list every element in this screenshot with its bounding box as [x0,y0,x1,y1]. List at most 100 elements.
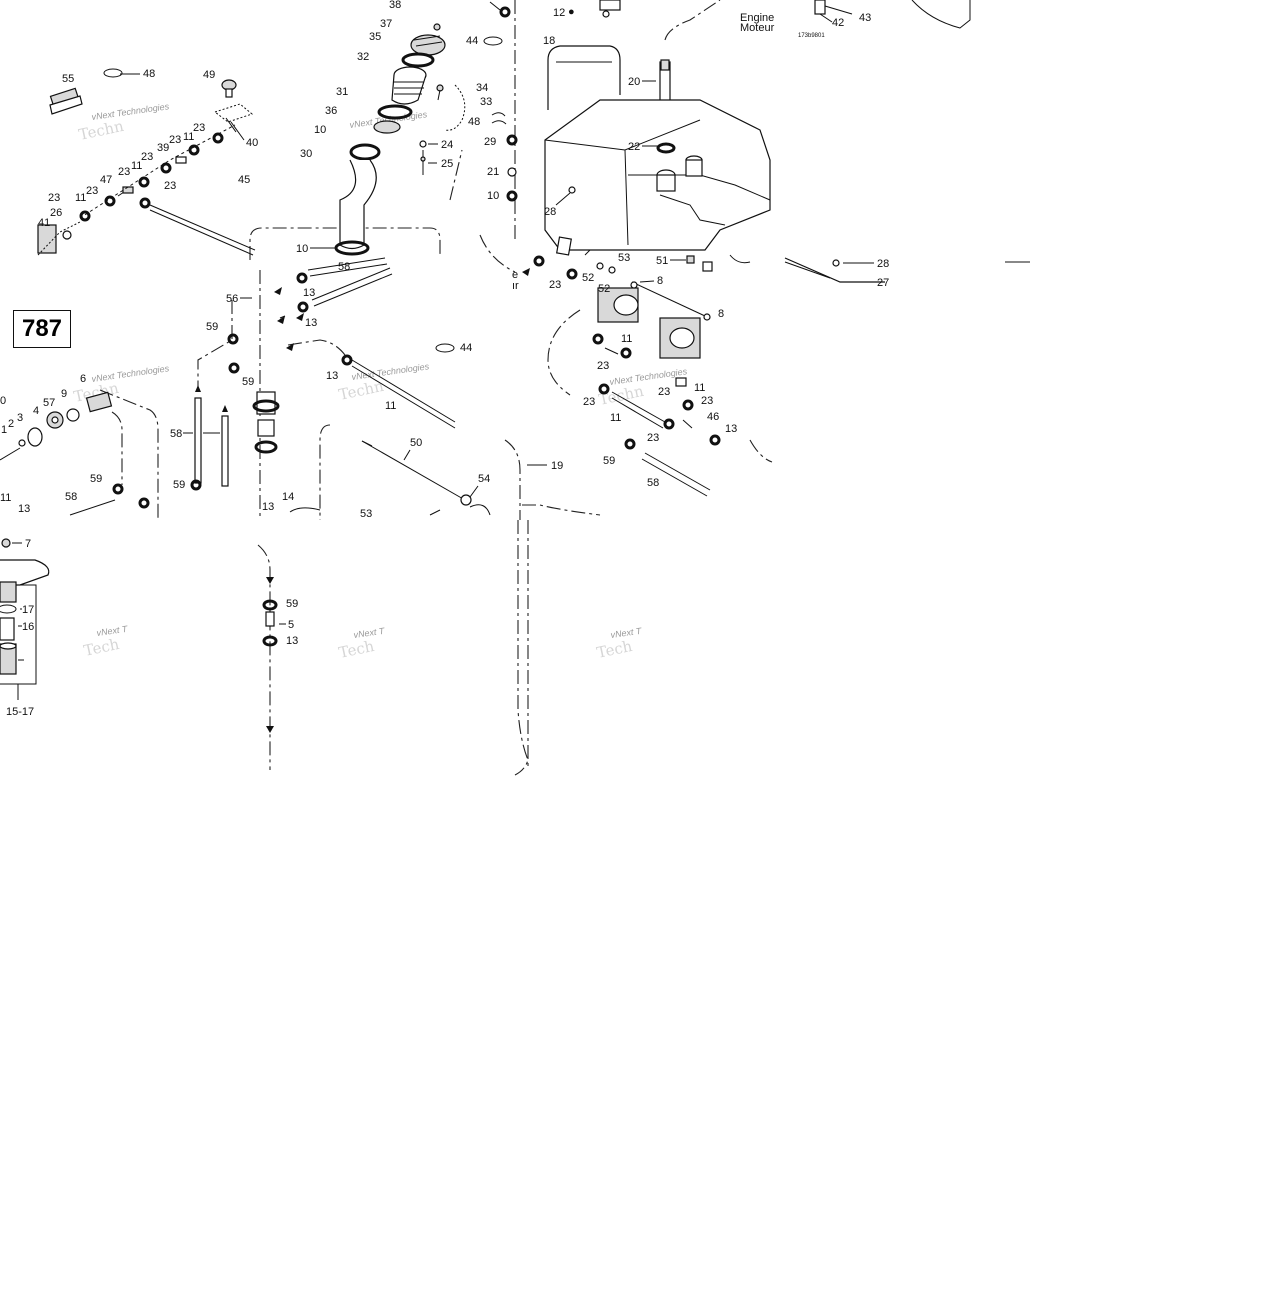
callout-20: 20 [628,76,640,88]
watermark-fragment: vNext T [353,626,387,640]
callout-11: 11 [131,160,142,172]
engine-label-fr: Moteur [740,22,775,34]
callout-13: 13 [262,501,274,513]
callout-33: 33 [480,96,492,108]
watermark-ghost: Tech [337,637,376,662]
fuel-valve-assembly: 56 58 13 13 59 59 13 11 44 58 59 6 9 57 … [0,257,472,516]
callout-28: 28 [877,258,889,270]
callout-41: 41 [38,217,50,229]
callout-11: 11 [610,412,621,424]
callout-48: 48 [143,68,155,80]
callout-10: 10 [296,243,308,255]
callout-10: 10 [314,124,326,136]
callout-1: 1 [1,424,7,436]
fuel-valve-part [85,391,113,413]
callout-44: 44 [460,342,472,354]
callout-23: 23 [48,192,60,204]
primer-cable-assembly: 50 54 19 53 [360,437,563,520]
callout-5: 5 [288,619,294,631]
callout-45: 45 [238,174,250,186]
callout-29: 29 [484,136,496,148]
callout-17: 17 [22,604,34,616]
callout-52: 52 [582,272,594,284]
callout-19: 19 [551,460,563,472]
callout-23: 23 [141,151,153,163]
watermark-ghost: Tech [82,635,121,660]
callout-23: 23 [86,185,98,197]
watermark-text: vNext Technologies [91,101,170,122]
watermark-ghost: Techn [77,117,126,144]
engine-label-en: Engine [740,12,774,24]
callout-48: 48 [468,116,480,128]
drop-symbol: ● [568,6,575,18]
callout-57: 57 [43,397,55,409]
callout-23: 23 [701,395,713,407]
callout-23: 23 [118,166,130,178]
callout-6: 6 [80,373,86,385]
callout-30: 30 [300,148,312,160]
callout-42: 42 [832,17,844,29]
drawing-code: 173b9801 [798,33,825,39]
callout-8: 8 [718,308,724,320]
callout-21: 21 [487,166,499,178]
callout-13: 13 [286,635,298,647]
fuel-tank-assembly: 12 ● 18 20 22 29 21 10 28 51 Engine Mote… [484,0,1030,289]
tie-wrap-part [103,68,123,78]
callout-59: 59 [206,321,218,333]
callout-27: 27 [877,277,889,289]
callout-52: 52 [598,283,610,295]
callout-23: 23 [193,122,205,134]
watermark-ghost: Tech [595,637,634,662]
callout-54: 54 [478,473,490,485]
callout-50: 50 [410,437,422,449]
callout-23: 23 [169,134,181,146]
carburetor-assembly: e ır 52 23 53 52 8 8 11 23 23 [512,236,737,497]
callout-28: 28 [544,206,556,218]
callout-16: 16 [22,621,34,633]
filler-neck-assembly: 38 37 35 32 34 33 31 36 10 30 24 25 10 4… [296,0,511,256]
callout-53: 53 [360,508,372,520]
return-fitting-assembly: 59 5 13 [262,577,298,733]
callout-32: 32 [357,51,369,63]
callout-43: 43 [859,12,871,24]
callout-25: 25 [441,158,453,170]
callout-51: 51 [656,255,668,267]
callout-3: 3 [17,412,23,424]
watermark-text: vNext Technologies [351,361,430,382]
callout-23: 23 [597,360,609,372]
callout-58: 58 [647,477,659,489]
callout-13: 13 [305,317,317,329]
callout-23: 23 [549,279,561,291]
callout-11: 11 [694,382,705,394]
vent-hose-assembly: 55 48 49 40 23 11 23 39 23 11 23 47 23 2… [37,68,258,256]
callout-26: 26 [50,207,62,219]
callout-40: 40 [246,137,258,149]
callout-fragment: 53 [618,252,630,264]
callout-23: 23 [164,180,176,192]
callout-13: 13 [326,370,338,382]
callout-58: 58 [65,491,77,503]
callout-49: 49 [203,69,215,81]
callout-2: 2 [8,418,14,430]
engine-label-fragment: ır [512,280,519,292]
fuel-filter-assembly: 7 17 16 15-17 [0,538,50,718]
filler-hose-part [339,159,377,250]
callout-4: 4 [33,405,39,417]
callout-23: 23 [658,386,670,398]
callout-44: 44 [466,35,478,47]
callout-18: 18 [543,35,555,47]
callout-37: 37 [380,18,392,30]
watermark-ghost: Techn [337,377,386,404]
callout-11: 11 [0,492,11,504]
callout-13: 13 [725,423,737,435]
callout-59: 59 [242,376,254,388]
callout-24: 24 [441,139,453,151]
callout-12: 12 [553,7,565,19]
callout-14: 14 [282,491,294,503]
callout-38: 38 [389,0,401,11]
callout-23: 23 [583,396,595,408]
callout-13: 13 [303,287,315,299]
watermark-fragment: vNext T [96,624,130,638]
